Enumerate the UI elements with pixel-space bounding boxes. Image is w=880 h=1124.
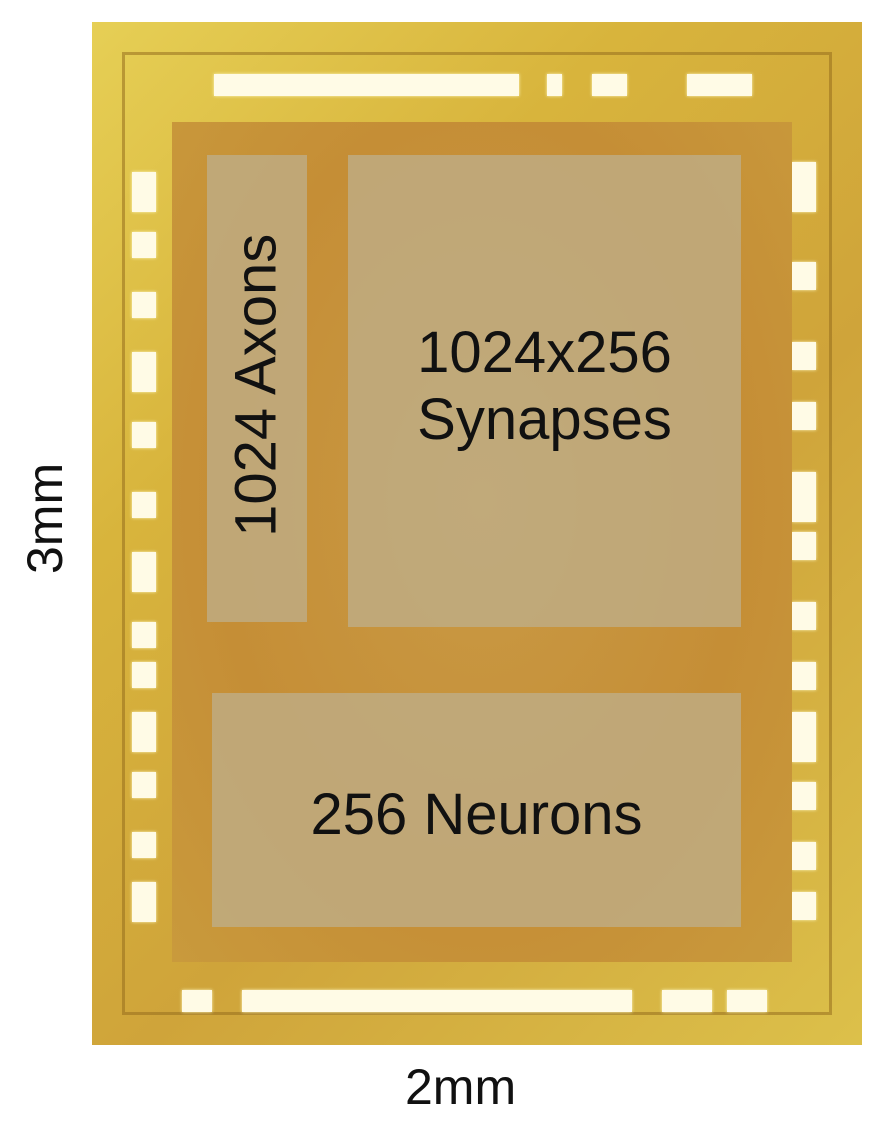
io-pad bbox=[182, 990, 212, 1012]
io-pad bbox=[132, 422, 156, 448]
io-pad bbox=[792, 162, 816, 212]
synapses-block bbox=[348, 155, 741, 627]
io-pad bbox=[214, 74, 519, 96]
synapses-label-line1: 1024x256 bbox=[417, 320, 672, 385]
neurons-block bbox=[212, 693, 741, 927]
io-pad bbox=[132, 292, 156, 318]
synapses-label: 1024x256 Synapses bbox=[348, 320, 741, 453]
io-pad bbox=[792, 262, 816, 290]
width-dimension-label: 2mm bbox=[405, 1059, 517, 1115]
io-pad bbox=[792, 402, 816, 430]
io-pad bbox=[132, 172, 156, 212]
io-pad bbox=[132, 832, 156, 858]
io-pad bbox=[132, 662, 156, 688]
io-pad bbox=[792, 342, 816, 370]
io-pad bbox=[132, 882, 156, 922]
io-pad bbox=[792, 472, 816, 522]
height-dimension-label: 3mm bbox=[17, 462, 73, 574]
io-pad bbox=[547, 74, 562, 96]
io-pad bbox=[132, 492, 156, 518]
io-pad bbox=[132, 232, 156, 258]
io-pad bbox=[792, 712, 816, 762]
io-pad bbox=[242, 990, 632, 1012]
io-pad bbox=[592, 74, 627, 96]
io-pad bbox=[132, 352, 156, 392]
io-pad bbox=[132, 622, 156, 648]
io-pad bbox=[792, 782, 816, 810]
io-pad bbox=[792, 892, 816, 920]
io-pad bbox=[792, 662, 816, 690]
io-pad bbox=[792, 532, 816, 560]
io-pad bbox=[792, 842, 816, 870]
io-pad bbox=[132, 552, 156, 592]
axons-label: 1024 Axons bbox=[223, 233, 289, 537]
io-pad bbox=[792, 602, 816, 630]
io-pad bbox=[132, 712, 156, 752]
seal-ring bbox=[122, 52, 832, 1015]
io-pad bbox=[132, 772, 156, 798]
io-pad bbox=[687, 74, 752, 96]
chip-die: 1024 Axons 1024x256 Synapses 256 Neurons bbox=[92, 22, 862, 1045]
neurons-label: 256 Neurons bbox=[310, 782, 643, 847]
axons-block bbox=[207, 155, 307, 622]
io-pad bbox=[662, 990, 712, 1012]
io-pad bbox=[727, 990, 767, 1012]
synapses-label-line2: Synapses bbox=[417, 386, 672, 452]
